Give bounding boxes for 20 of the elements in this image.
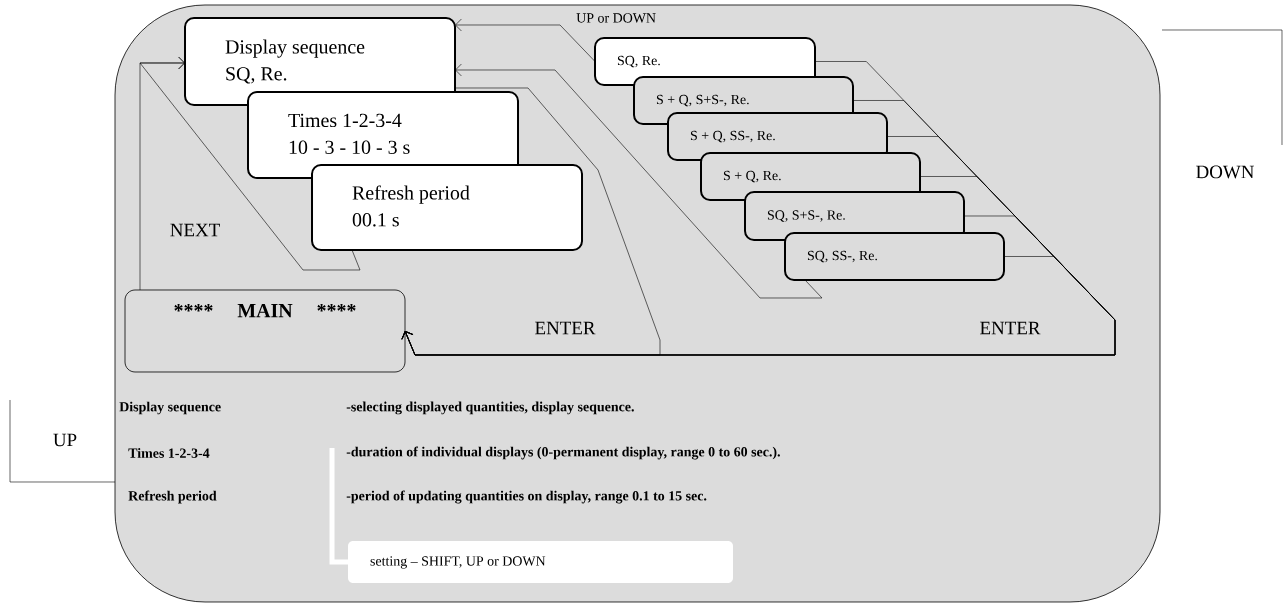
description-text: -duration of individual displays (0-permanent display, range 0 to 60 sec.). [346, 446, 780, 460]
term-text: Display sequence [119, 401, 221, 415]
arrow [455, 18, 596, 62]
menu-box: Refresh period 00.1 s [311, 164, 583, 251]
arrow [455, 63, 823, 299]
key-label: ENTER [535, 321, 596, 335]
key-label: DOWN [1196, 165, 1254, 179]
description-text: -period of updating quantities on display, range 0.1 to 15 sec. [346, 490, 707, 504]
option-box: SQ, SS-, Re. [784, 232, 1005, 281]
key-label: ENTER [980, 321, 1041, 335]
option-box: SQ, S+S-, Re. [744, 191, 965, 241]
main-menu-box: **** MAIN **** [124, 289, 406, 373]
description-text: -selecting displayed quantities, display sequence. [346, 401, 634, 415]
arrow [401, 256, 1116, 356]
key-label: NEXT [170, 223, 220, 237]
key-label: UP or DOWN [576, 13, 656, 23]
setting-box: setting – SHIFT, UP or DOWN [348, 541, 733, 583]
term-text: Times 1-2-3-4 [128, 448, 210, 458]
term-text: Refresh period [128, 490, 217, 504]
key-label: UP [53, 433, 77, 447]
